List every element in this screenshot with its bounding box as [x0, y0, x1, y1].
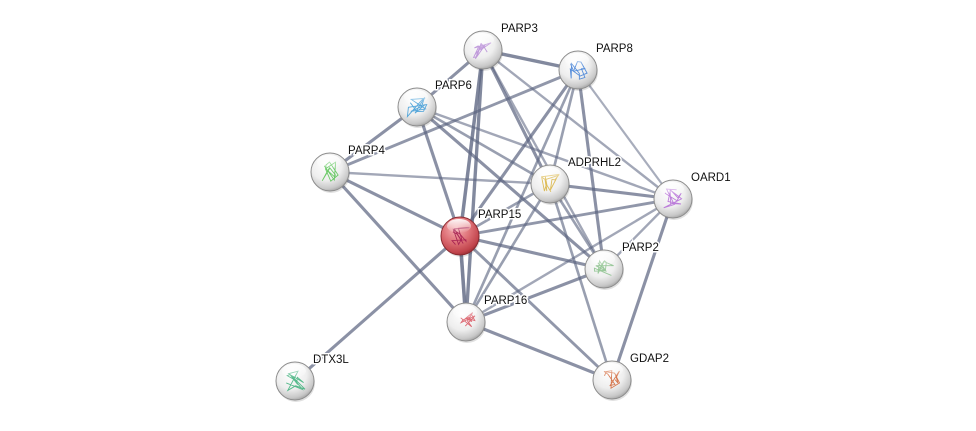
edge-adprhl2-parp16[interactable] [464, 183, 552, 323]
protein-structure-icon [663, 188, 683, 209]
edge-parp15-gdap2[interactable] [459, 234, 613, 382]
edge-parp4-parp15[interactable] [329, 170, 461, 238]
node-label: GDAP2 [630, 353, 669, 365]
edge-parp15-parp2[interactable] [459, 234, 605, 271]
edge-parp6-parp2[interactable] [415, 105, 606, 271]
node-highlight [317, 155, 341, 169]
node-parp4[interactable]: PARP4 [310, 144, 387, 193]
node-highlight [599, 363, 623, 377]
node-gdap2[interactable]: GDAP2 [592, 352, 671, 401]
node-label: PARP16 [484, 295, 527, 307]
node-label: ADPRHL2 [568, 157, 621, 169]
node-label: PARP8 [596, 43, 633, 55]
edge-parp16-parp2[interactable] [465, 267, 605, 324]
edge-parp16-gdap2[interactable] [465, 320, 613, 382]
edge-parp4-parp16[interactable] [328, 170, 468, 324]
node-label: PARP6 [435, 80, 472, 92]
node-oard1[interactable]: OARD1 [653, 171, 732, 220]
node-highlight [537, 167, 561, 181]
edge-parp6-adprhl2[interactable] [416, 105, 551, 186]
node-label: PARP4 [348, 145, 385, 157]
edge-parp3-oard1[interactable] [482, 49, 674, 200]
node-label: PARP3 [501, 23, 538, 35]
protein-structure-icon [451, 226, 470, 246]
node-highlight [591, 252, 615, 266]
node-highlight [660, 182, 684, 196]
edge-oard1-parp15[interactable] [459, 197, 674, 238]
edge-parp4-adprhl2[interactable] [329, 170, 551, 186]
node-label: PARP2 [622, 242, 659, 254]
nodes-layer: PARP3PARP8PARP6PARP4ADPRHL2OARD1PARP15PA… [275, 22, 732, 402]
edge-parp8-oard1[interactable] [577, 69, 674, 200]
edge-parp15-dtx3l[interactable] [293, 234, 462, 383]
edge-adprhl2-gdap2[interactable] [548, 183, 614, 381]
node-highlight [470, 33, 494, 47]
node-parp16[interactable]: PARP16 [446, 294, 529, 343]
node-label: OARD1 [691, 172, 731, 184]
node-label: DTX3L [313, 354, 349, 366]
node-highlight [565, 53, 589, 67]
edge-parp8-parp15[interactable] [458, 69, 580, 237]
node-label: PARP15 [478, 209, 521, 221]
node-adprhl2[interactable]: ADPRHL2 [530, 156, 623, 205]
edge-oard1-gdap2[interactable] [610, 198, 675, 381]
node-highlight [404, 90, 428, 104]
edge-parp3-parp16[interactable] [464, 49, 485, 323]
edge-parp6-oard1[interactable] [416, 105, 674, 201]
node-dtx3l[interactable]: DTX3L [275, 353, 351, 402]
node-parp2[interactable]: PARP2 [584, 241, 660, 290]
node-highlight [447, 219, 471, 233]
edge-adprhl2-oard1[interactable] [549, 182, 674, 201]
edge-parp3-parp2[interactable] [481, 49, 606, 270]
node-parp6[interactable]: PARP6 [397, 79, 473, 128]
node-parp8[interactable]: PARP8 [558, 42, 634, 91]
edge-parp3-parp15[interactable] [458, 49, 485, 237]
node-parp3[interactable]: PARP3 [463, 22, 539, 71]
node-parp15[interactable]: PARP15 [440, 208, 523, 257]
node-highlight [453, 305, 477, 319]
node-highlight [282, 364, 306, 378]
edge-parp6-parp15[interactable] [415, 106, 462, 237]
edge-parp8-adprhl2[interactable] [548, 69, 580, 185]
